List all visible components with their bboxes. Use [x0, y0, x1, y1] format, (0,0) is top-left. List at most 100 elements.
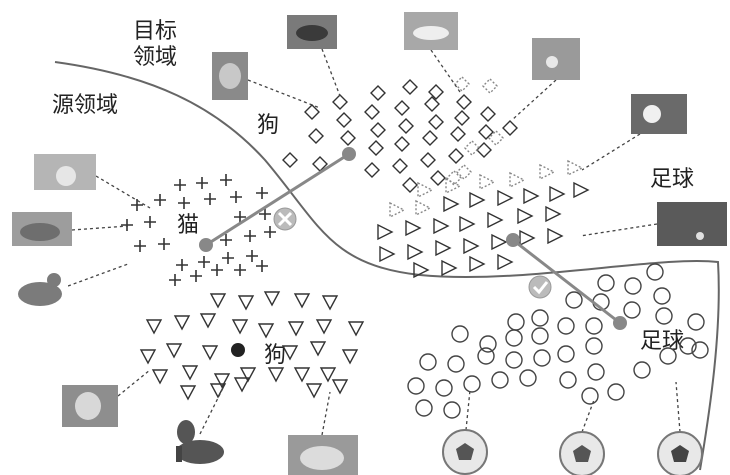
- cross-mark-icon: [274, 208, 296, 230]
- plus-marker: [154, 194, 166, 206]
- cat-source-label: 猫: [177, 213, 199, 238]
- plus-marker: [178, 197, 190, 209]
- diamond-marker: [457, 95, 471, 109]
- soccer-source-centroid: [613, 316, 627, 330]
- plus-marker: [234, 264, 246, 276]
- triangle-down-marker: [295, 368, 309, 381]
- circle-marker: [656, 308, 672, 324]
- circle-marker: [506, 352, 522, 368]
- circle-marker: [452, 326, 468, 342]
- diamond-marker: [503, 121, 517, 135]
- plus-marker: [134, 240, 146, 252]
- diamond-marker: [429, 115, 443, 129]
- plus-marker: [196, 177, 208, 189]
- diamond-marker: [337, 113, 351, 127]
- plus-marker: [144, 216, 156, 228]
- triangle-down-marker: [239, 296, 253, 309]
- triangle-down-marker: [201, 314, 215, 327]
- target-domain-label-line2: 领域: [133, 45, 177, 70]
- diamond-marker: [477, 143, 491, 157]
- diamond-marker: [395, 101, 409, 115]
- triangle-right-marker: [480, 175, 494, 189]
- triangle-right-marker: [470, 257, 484, 271]
- soccer-target-centroid: [506, 233, 520, 247]
- source-domain-label: 源领域: [52, 93, 118, 118]
- triangle-down-marker: [265, 292, 279, 305]
- diamond-marker: [451, 127, 465, 141]
- dog-photo-thumbnail-1: [212, 52, 248, 100]
- circle-marker: [560, 372, 576, 388]
- plus-marker: [246, 250, 258, 262]
- triangle-down-marker: [317, 320, 331, 333]
- triangle-down-marker: [175, 316, 189, 329]
- plus-marker: [174, 179, 186, 191]
- triangle-right-marker: [546, 207, 560, 221]
- diamond-marker: [481, 107, 495, 121]
- triangle-right-marker: [418, 183, 432, 197]
- dashed-connector: [580, 224, 657, 236]
- triangle-down-marker: [333, 380, 347, 393]
- circle-marker: [420, 354, 436, 370]
- triangle-down-marker: [147, 320, 161, 333]
- triangle-right-marker: [520, 231, 534, 245]
- triangle-down-marker: [323, 296, 337, 309]
- circle-marker: [634, 362, 650, 378]
- diamond-marker: [423, 131, 437, 145]
- triangle-right-marker: [492, 235, 506, 249]
- diamond-marker: [425, 97, 439, 111]
- triangle-down-marker: [183, 366, 197, 379]
- triangle-right-marker: [442, 261, 456, 275]
- triangle-down-marker: [321, 368, 335, 381]
- diamond-marker: [369, 141, 383, 155]
- dog-target-label: 狗: [257, 113, 279, 138]
- plus-marker: [211, 264, 223, 276]
- triangle-right-marker: [550, 187, 564, 201]
- soccer-ball-photo-3: [658, 432, 702, 475]
- triangle-down-marker: [233, 320, 247, 333]
- diamond-marker: [455, 111, 469, 125]
- dashed-connector: [68, 264, 128, 286]
- circle-marker: [534, 350, 550, 366]
- soccer-photo-thumbnail-3: [657, 202, 727, 246]
- triangle-right-marker: [464, 239, 478, 253]
- cat-photo-thumbnail-2: [12, 212, 72, 246]
- circle-marker: [532, 328, 548, 344]
- dashed-connector: [466, 390, 470, 430]
- triangle-down-marker: [289, 322, 303, 335]
- circle-marker: [582, 388, 598, 404]
- plus-marker: [222, 252, 234, 264]
- circle-marker: [586, 318, 602, 334]
- dashed-connector: [118, 370, 150, 396]
- circle-marker: [492, 372, 508, 388]
- diamond-marker: [483, 79, 497, 93]
- dashed-connector: [322, 392, 330, 435]
- soccer-photo-thumbnail-1: [532, 38, 580, 80]
- dashed-connector: [512, 80, 556, 120]
- circle-marker: [444, 402, 460, 418]
- triangle-right-marker: [510, 173, 524, 187]
- triangle-down-marker: [295, 294, 309, 307]
- plus-marker: [256, 260, 268, 272]
- diamond-marker: [421, 153, 435, 167]
- triangle-right-marker: [498, 255, 512, 269]
- circle-marker: [408, 378, 424, 394]
- triangle-right-marker: [406, 221, 420, 235]
- plus-marker: [131, 199, 143, 211]
- cat-source-centroid: [199, 238, 213, 252]
- circle-marker: [566, 292, 582, 308]
- triangle-right-marker: [408, 245, 422, 259]
- triangle-right-marker: [436, 241, 450, 255]
- dog-photo-thumbnail-4: [62, 385, 118, 427]
- triangle-right-marker: [470, 193, 484, 207]
- soccer-photo-thumbnail-2: [631, 94, 687, 134]
- circle-marker: [624, 302, 640, 318]
- plus-marker: [121, 219, 133, 231]
- triangle-down-marker: [153, 370, 167, 383]
- plus-marker: [220, 174, 232, 186]
- diamond-marker: [371, 86, 385, 100]
- triangle-down-marker: [211, 294, 225, 307]
- triangle-down-marker: [215, 374, 229, 387]
- dashed-connector: [676, 382, 680, 432]
- triangle-down-marker: [259, 324, 273, 337]
- dog-photo-thumbnail-3: [404, 12, 458, 50]
